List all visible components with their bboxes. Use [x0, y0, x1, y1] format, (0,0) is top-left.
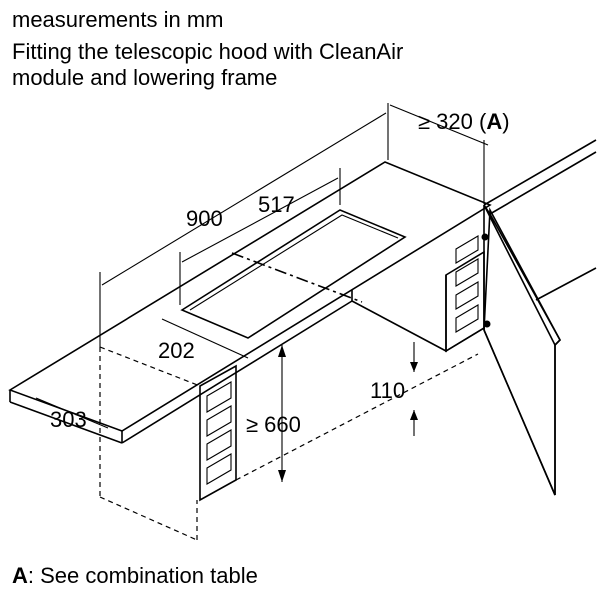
footer-note-key: A	[12, 563, 28, 588]
dimension-320-suffix: )	[502, 109, 509, 134]
width-900-dimension	[99, 112, 387, 347]
dimension-517-label: 517	[258, 192, 295, 217]
header-title-line2: module and lowering frame	[12, 65, 278, 90]
dimension-320-a: A	[486, 109, 502, 134]
depth-303-dimension	[35, 397, 109, 429]
countertop	[8, 161, 492, 444]
height-660-dimension	[278, 345, 286, 482]
wall-panel	[483, 139, 597, 496]
height-110-dimension	[410, 342, 418, 436]
dimension-303-label: 303	[50, 407, 87, 432]
dimension-660-label: ≥ 660	[246, 412, 301, 437]
depth-dimension-lines	[387, 103, 489, 204]
lower-cabinet-outline	[99, 346, 479, 541]
dimension-320-prefix: ≥ 320 (	[418, 109, 487, 134]
depth-202-dimension	[161, 318, 249, 359]
footer-note: A: See combination table	[12, 562, 258, 590]
dimension-110-label: 110	[370, 378, 405, 403]
header-title-line1: Fitting the telescopic hood with CleanAi…	[12, 39, 404, 64]
hob-cutout	[180, 209, 407, 339]
footer-note-text: : See combination table	[27, 563, 258, 588]
dimension-320-label: ≥ 320 (A)	[418, 109, 510, 134]
left-cabinet	[199, 364, 237, 502]
dimension-202-label: 202	[158, 338, 195, 363]
header-measurements-unit: measurements in mm	[12, 7, 224, 32]
width-517-dimension	[179, 168, 341, 305]
center-line	[231, 252, 363, 303]
dimension-900-label: 900	[186, 206, 223, 231]
